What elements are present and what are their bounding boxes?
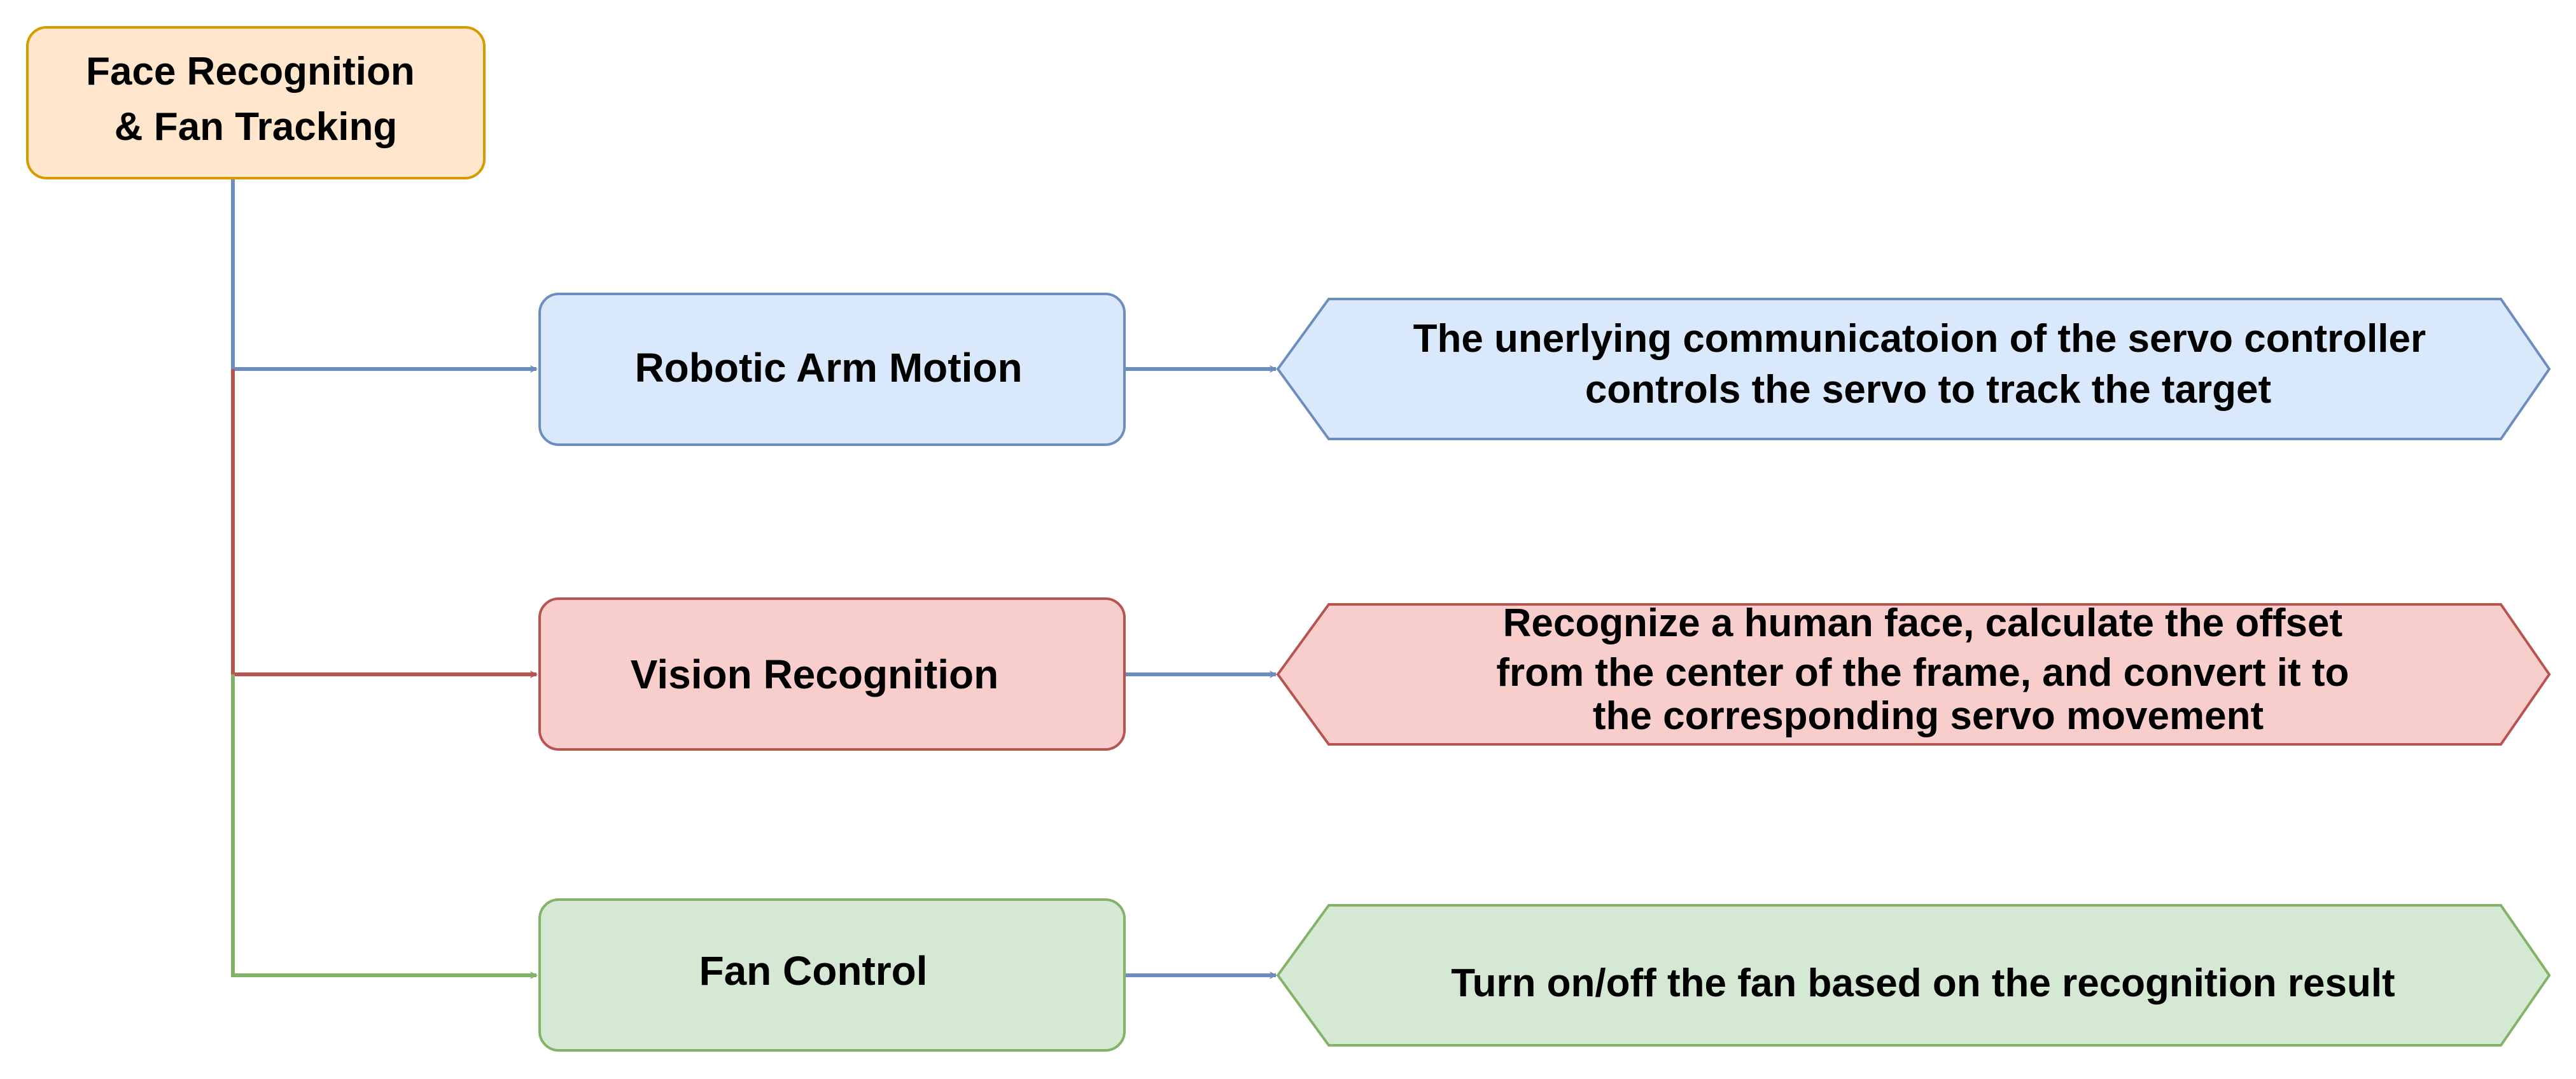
description-vision: Recognize a human face, calculate the of… bbox=[1276, 601, 2551, 746]
description-fan-text: Turn on/off the fan based on the recogni… bbox=[1451, 961, 2395, 1005]
connector-vision bbox=[231, 369, 538, 678]
description-vision-shape bbox=[1276, 603, 2551, 746]
description-robotic-arm-shape bbox=[1276, 298, 2551, 440]
description-robotic-arm-line-1: The unerlying communicatoion of the serv… bbox=[1413, 317, 2426, 361]
branch-fan: Fan Control bbox=[538, 898, 1126, 1052]
vision-box bbox=[538, 597, 1126, 751]
connector-fan bbox=[231, 674, 538, 979]
description-robotic-arm-line-2: controls the servo to track the target bbox=[1585, 368, 2271, 412]
root-node-line-2: & Fan Tracking bbox=[115, 105, 397, 149]
description-fan-shape bbox=[1276, 904, 2551, 1047]
description-vision-line-2: from the center of the frame, and conver… bbox=[1496, 651, 2349, 695]
root-node-box bbox=[26, 26, 486, 179]
robotic-arm-label: Robotic Arm Motion bbox=[634, 345, 1022, 391]
output-arrows bbox=[1125, 365, 1277, 979]
connectors bbox=[231, 178, 538, 979]
description-vision-line-3: the corresponding servo movement bbox=[1593, 694, 2264, 738]
connector-robotic-arm bbox=[231, 178, 538, 373]
branch-robotic-arm: Robotic Arm Motion bbox=[538, 293, 1126, 446]
root-node-label: Face Recognition & Fan Tracking bbox=[86, 50, 426, 149]
fan-label: Fan Control bbox=[699, 948, 927, 994]
branch-vision: Vision Recognition bbox=[538, 597, 1126, 751]
description-vision-text: Recognize a human face, calculate the of… bbox=[1496, 601, 2360, 738]
description-robotic-arm: The unerlying communicatoion of the serv… bbox=[1276, 298, 2551, 440]
description-vision-line-1: Recognize a human face, calculate the of… bbox=[1503, 601, 2343, 645]
root-node-line-1: Face Recognition bbox=[86, 50, 415, 94]
description-robotic-arm-text: The unerlying communicatoion of the serv… bbox=[1413, 317, 2437, 412]
vision-label: Vision Recognition bbox=[631, 651, 998, 697]
robotic-arm-box bbox=[538, 293, 1126, 446]
root-node: Face Recognition & Fan Tracking bbox=[26, 26, 486, 179]
description-fan: Turn on/off the fan based on the recogni… bbox=[1276, 904, 2551, 1047]
fan-box bbox=[538, 898, 1126, 1052]
